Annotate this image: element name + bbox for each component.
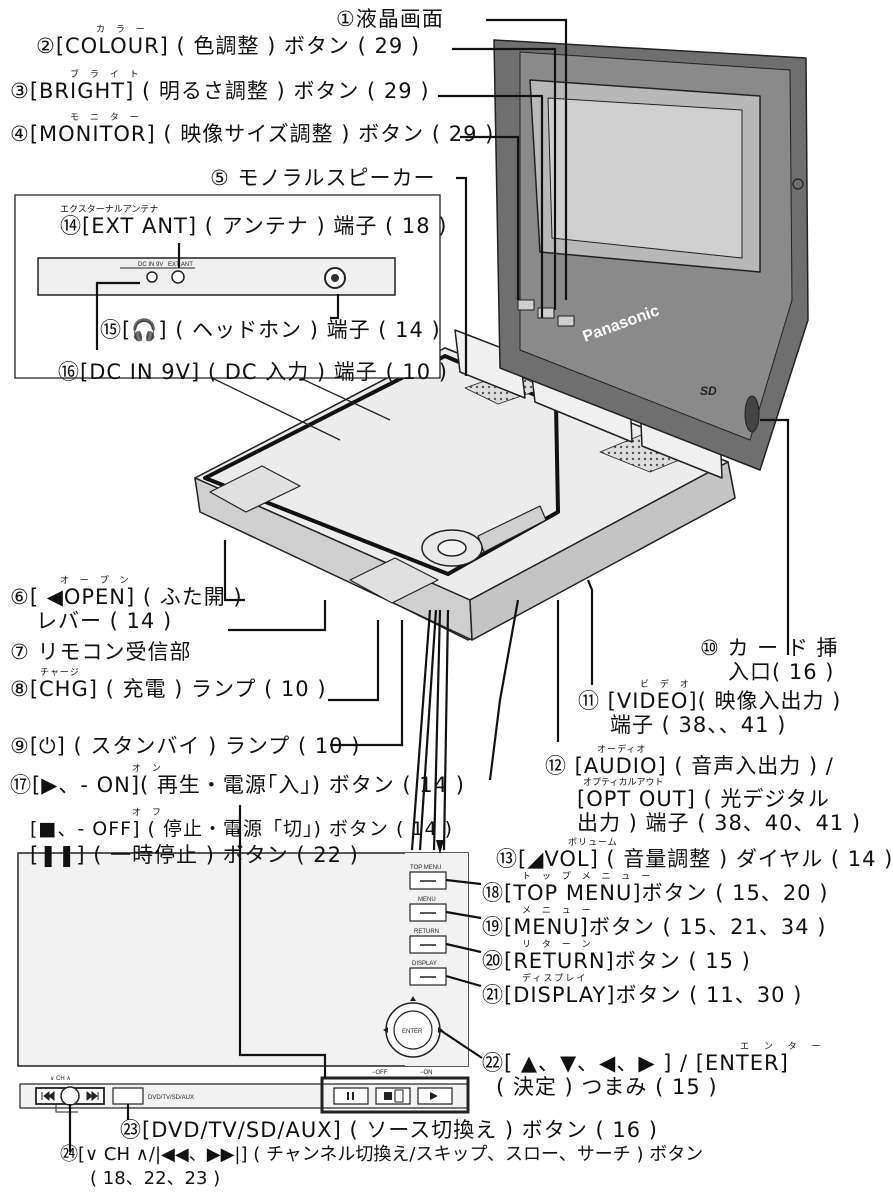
label-card-slot: ⑩ カ ー ド 挿 入口( 16 ) — [700, 636, 839, 684]
label-enter-dial: エ ン タ ー ㉒[ ▲、▼、◀、▶ ] / [ENTER] ( 決定 ) つま… — [482, 1042, 827, 1099]
label-dc-in: ⑯[DC IN 9V] ( DC 入力 ) 端子 ( 10 ) — [58, 360, 448, 384]
label-source-button: ㉓[DVD/TV/SD/AUX] ( ソース切換え ) ボタン ( 16 ) — [120, 1118, 658, 1142]
panel-on-text: −ON — [420, 1070, 433, 1076]
label-video-jack: ビ デ オ ⑪ [VIDEO]( 映像入出力 ) 端子 ( 38、、41 ) — [578, 680, 842, 737]
panel-labels: TOP MENU MENU RETURN DISPLAY ENTER ∨ CH … — [50, 865, 441, 1101]
panel-ch-text: ∨ CH ∧ — [50, 1076, 71, 1082]
label-audio-jack: オーディオ ⑫ [AUDIO] ( 音声入出力 ) / オプティカルアウト [O… — [545, 745, 862, 835]
panel-topmenu-text: TOP MENU — [410, 865, 441, 871]
label-monitor-button: モ ニ タ ー ④[MONITOR] ( 映像サイズ調整 ) ボタン ( 29 … — [10, 113, 495, 146]
inset-extant-text: EXT ANT — [168, 262, 193, 268]
label-bright-button: ブ ラ イ ト ③[BRIGHT] ( 明るさ調整 ) ボタン ( 29 ) — [10, 70, 430, 103]
label-chg-lamp: チャージ ⑧[CHG] ( 充電 ) ランプ ( 10 ) — [10, 668, 327, 701]
label-remote-sensor: ⑦ リモコン受信部 — [10, 640, 192, 664]
inset-dcin-text: DC IN 9V — [138, 262, 163, 268]
panel-menu-text: MENU — [418, 897, 436, 903]
label-ext-ant: エクスターナルアンテナ ⑭[EXT ANT] ( アンテナ ) 端子 ( 18 … — [60, 205, 448, 238]
label-standby-lamp: ⑨[⏻] ( スタンバイ ) ランプ ( 10 ) — [10, 734, 361, 758]
label-headphone-jack: ⑮[🎧] ( ヘッドホン ) 端子 ( 14 ) — [100, 318, 441, 342]
control-panel-zoom — [17, 852, 470, 1114]
label-open-lever: オ ー プ ン ⑥[ ◀OPEN] ( ふた開 ) レバー ( 14 ) — [10, 576, 243, 633]
panel-return-text: RETURN — [414, 929, 439, 935]
jack-inset: DC IN 9V EXT ANT — [14, 194, 441, 441]
panel-off-text: −OFF — [372, 1070, 388, 1076]
diagram-art: Panasonic SD DC IN 9V EXT ANT — [14, 18, 809, 1152]
label-menu: メ ニ ュ ー ⑲[MENU]ボタン ( 15、21、34 ) — [482, 906, 827, 939]
label-speaker: ⑤ モノラルスピーカー — [210, 166, 436, 190]
label-return: リ タ ー ン ⑳[RETURN]ボタン ( 15 ) — [482, 940, 751, 973]
sd-logo: SD — [700, 384, 717, 398]
dvd-player-illustration — [194, 39, 809, 641]
panel-enter-text: ENTER — [402, 1029, 423, 1035]
label-colour-button: カ ラ ー ②[COLOUR] ( 色調整 ) ボタン ( 29 ) — [36, 25, 421, 58]
label-stop-button: オ フ [■、- OFF] ( 停止・電源「切」) ボタン ( 14 ) — [30, 808, 454, 840]
label-play-button: オ ン ⑰[▶、- ON]( 再生・電源｢入｣) ボタン ( 14 ) — [10, 764, 465, 797]
label-ch-skip-buttons: ㉔[∨ CH ∧/|◀◀、▶▶|] ( チャンネル切換え/スキップ、スロー、サー… — [60, 1144, 704, 1189]
label-display: ディスプレイ ㉑[DISPLAY]ボタン ( 11、30 ) — [482, 974, 803, 1007]
panel-source-text: DVD/TV/SD/AUX — [148, 1095, 194, 1101]
label-lcd-screen: ①液晶画面 — [336, 7, 444, 31]
label-pause-button: [❚❚] ( 一時停止 ) ボタン ( 22 ) — [30, 843, 359, 867]
leader-lines — [68, 18, 790, 1152]
label-volume-dial: ボリューム ⑬[◢VOL] ( 音量調整 ) ダイヤル ( 14 ) — [496, 838, 893, 871]
panel-display-text: DISPLAY — [412, 961, 437, 967]
label-top-menu: ト ッ プ メ ニ ュ ー ⑱[TOP MENU]ボタン ( 15、20 ) — [482, 872, 829, 905]
arrow-head — [436, 840, 444, 854]
